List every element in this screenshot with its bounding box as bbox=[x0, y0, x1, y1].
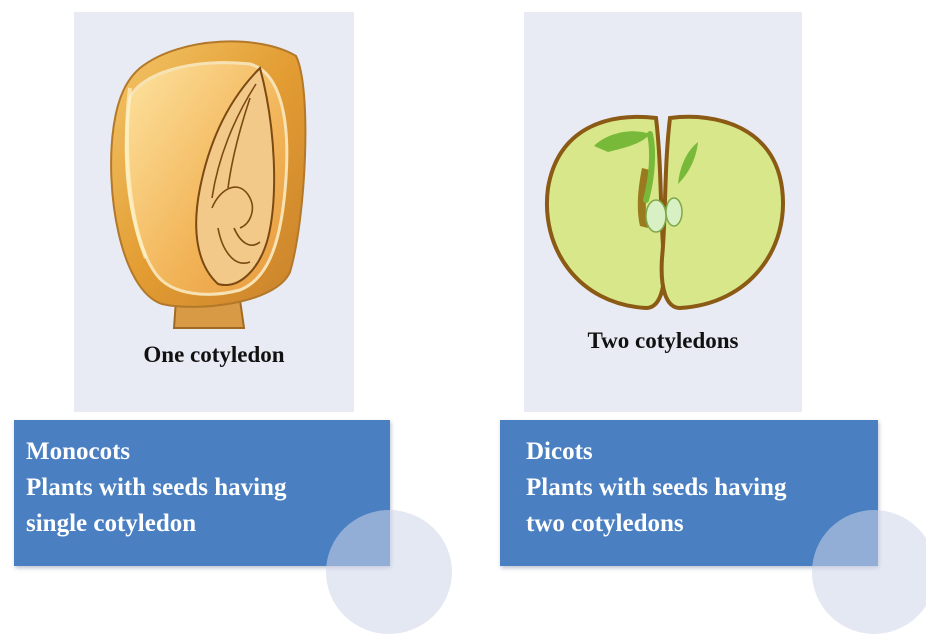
dicot-card-line-1: Plants with seeds having bbox=[526, 470, 878, 506]
dicot-seed-illustration bbox=[538, 108, 788, 316]
monocot-card-line-1: Plants with seeds having bbox=[26, 470, 390, 506]
decorative-circle-right bbox=[812, 510, 926, 634]
dicot-card-title: Dicots bbox=[526, 434, 878, 470]
monocot-image-caption: One cotyledon bbox=[74, 342, 354, 368]
monocot-seed-illustration bbox=[100, 28, 320, 336]
monocot-card-line-2: single cotyledon bbox=[26, 506, 390, 542]
monocot-card-title: Monocots bbox=[26, 434, 390, 470]
dicot-image-caption: Two cotyledons bbox=[524, 328, 802, 354]
decorative-circle-left bbox=[326, 510, 452, 634]
